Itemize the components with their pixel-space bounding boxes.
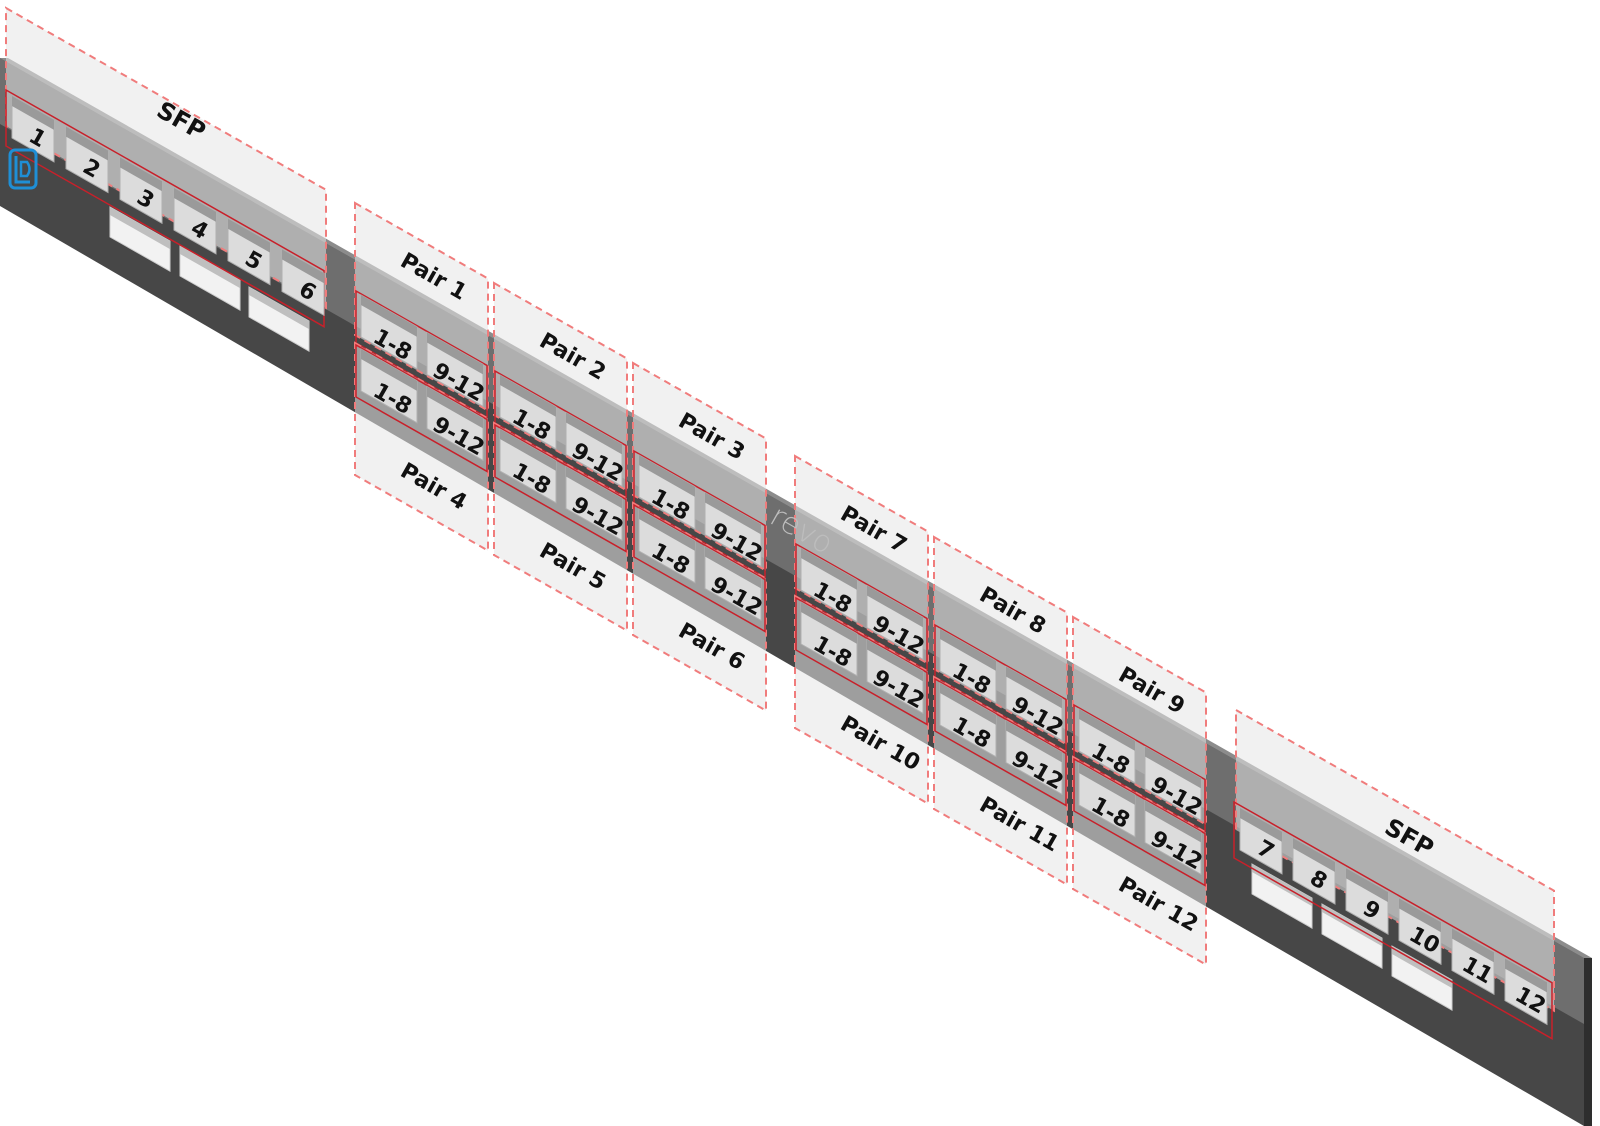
- fiber-port[interactable]: [704, 545, 762, 622]
- sfp-port[interactable]: [1239, 807, 1283, 875]
- fiber-port[interactable]: [360, 294, 418, 370]
- blank-slot: [109, 206, 171, 272]
- sfp-port[interactable]: [1398, 897, 1442, 966]
- sfp-port[interactable]: [65, 125, 109, 194]
- sfp-port[interactable]: [281, 248, 325, 317]
- sfp_right-module: [1233, 708, 1555, 1040]
- fiber-port[interactable]: [800, 547, 858, 623]
- fiber-port[interactable]: [499, 374, 557, 450]
- fiber-port[interactable]: [1005, 665, 1063, 742]
- ports-layer: [11, 95, 1548, 1026]
- fiber-port[interactable]: [360, 348, 418, 424]
- ld-logo-icon: [8, 148, 38, 190]
- fiber-port[interactable]: [704, 491, 762, 568]
- fiber-port[interactable]: [1005, 719, 1063, 796]
- sfp-port[interactable]: [11, 95, 55, 163]
- fiber-port[interactable]: [638, 508, 696, 584]
- fiber-port[interactable]: [426, 385, 484, 462]
- sfp-port[interactable]: [173, 187, 217, 255]
- fiber-port[interactable]: [800, 601, 858, 677]
- blank-slots: [109, 206, 1453, 1011]
- fiber-port[interactable]: [866, 638, 924, 715]
- fiber-port[interactable]: [1078, 708, 1136, 784]
- sfp-port[interactable]: [1504, 957, 1548, 1026]
- fiber-port[interactable]: [1144, 799, 1202, 876]
- sfp-port[interactable]: [1292, 837, 1336, 905]
- fiber-port[interactable]: [426, 331, 484, 408]
- fiber-port[interactable]: [939, 628, 997, 704]
- sfp-port[interactable]: [227, 217, 271, 286]
- fiber-port[interactable]: [565, 411, 623, 488]
- fiber-port[interactable]: [638, 454, 696, 530]
- blank-slot: [248, 286, 310, 352]
- chassis-right-side: [1584, 958, 1592, 1126]
- blank-slot: [179, 245, 241, 311]
- fiber-port[interactable]: [1078, 762, 1136, 838]
- fiber-port[interactable]: [499, 428, 557, 504]
- fiber-port[interactable]: [565, 465, 623, 542]
- fiber-port[interactable]: [939, 682, 997, 758]
- fiber-port[interactable]: [1144, 745, 1202, 822]
- sfp-port[interactable]: [119, 156, 163, 225]
- sfp-port[interactable]: [1451, 927, 1495, 996]
- fiber-port[interactable]: [866, 584, 924, 661]
- sfp-port[interactable]: [1345, 867, 1389, 935]
